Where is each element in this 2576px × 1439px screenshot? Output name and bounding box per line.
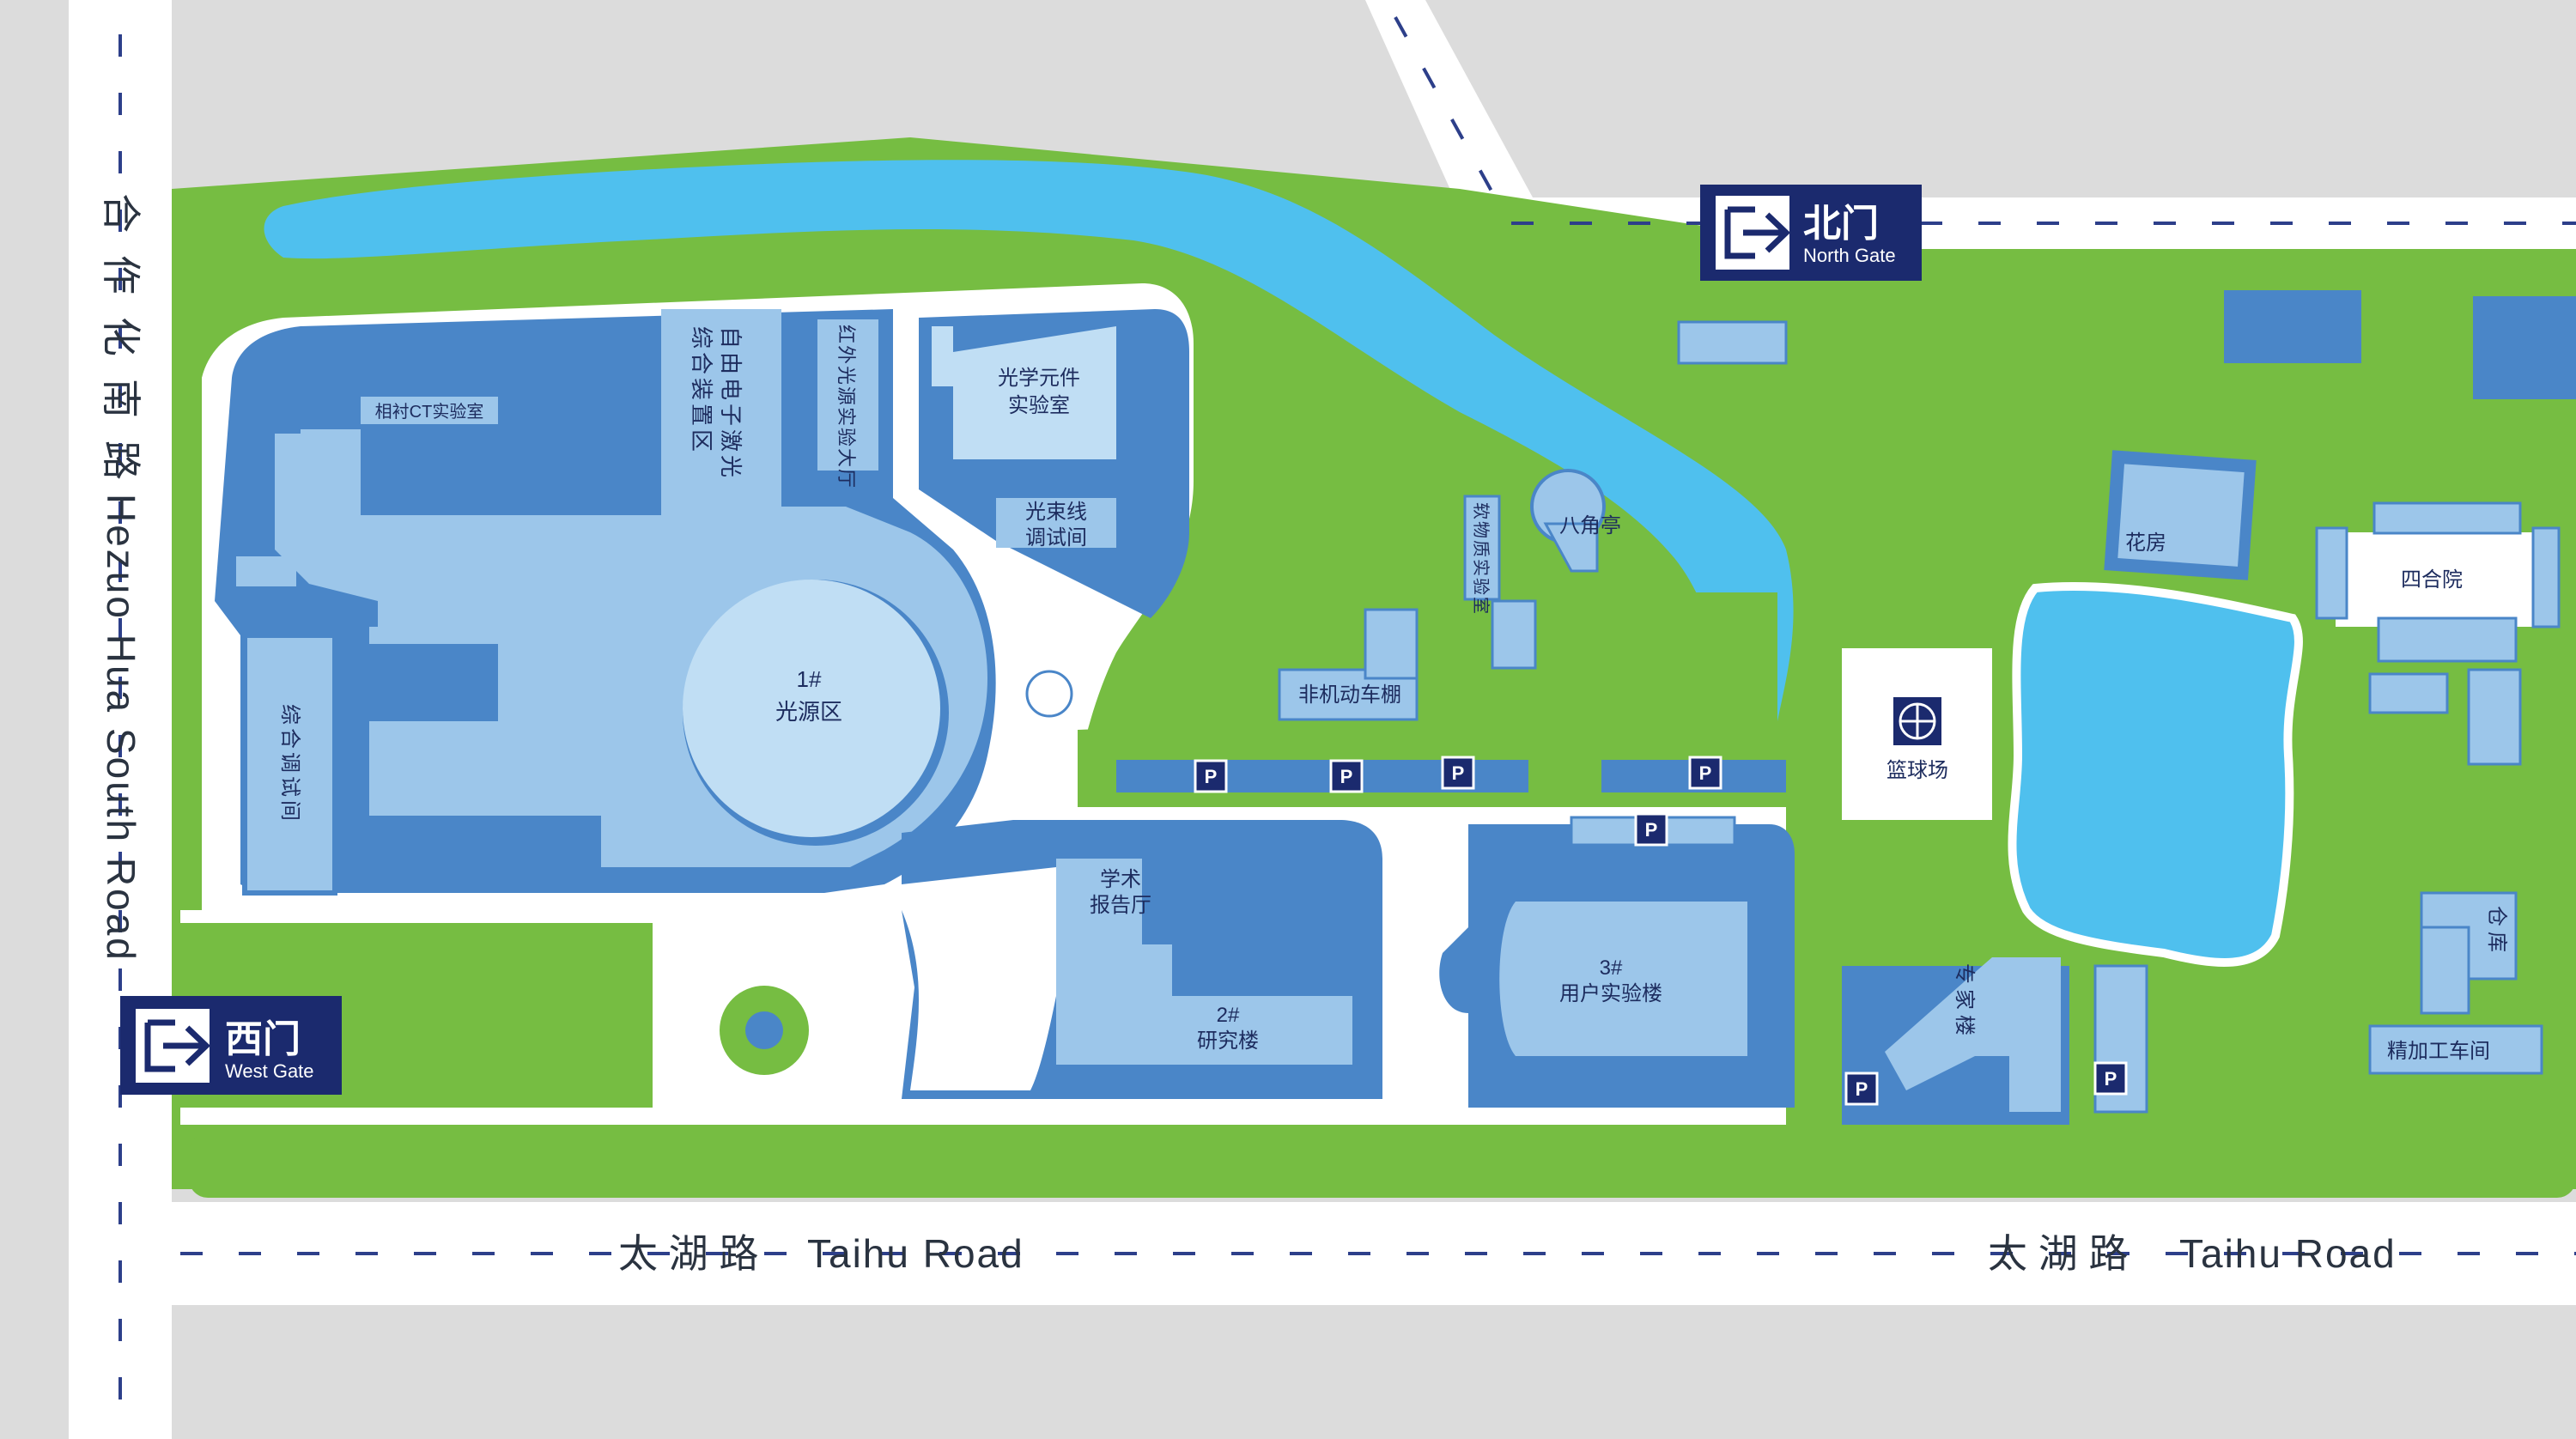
small-annex: [236, 556, 296, 586]
greenhouse[interactable]: [2104, 450, 2257, 580]
user-lab-num: 3#: [1600, 956, 1623, 980]
svg-text:P: P: [1452, 762, 1465, 784]
bike-shed-label: 非机动车棚: [1298, 683, 1401, 707]
light-source-num: 1#: [797, 666, 822, 692]
research-name: 研究楼: [1197, 1029, 1259, 1053]
river: [264, 160, 1794, 731]
fel-label-col1: 综合装置区: [689, 326, 714, 455]
greenhouse-label: 花房: [2125, 531, 2166, 555]
exit-arrow-icon: [1716, 196, 1791, 270]
bike-shed[interactable]: [1278, 608, 1419, 721]
road-dashes: [118, 16, 2576, 1425]
light-source-name: 光源区: [775, 699, 842, 725]
optics-label-1: 光学元件: [998, 367, 1080, 390]
west-gate[interactable]: 西门 West Gate: [120, 996, 342, 1095]
user-lab-name: 用户实验楼: [1559, 982, 1662, 1005]
north-east-building-a: [2224, 290, 2361, 363]
taihu-road-left-cn: 太 湖 路: [618, 1231, 759, 1276]
north-gate-en: North Gate: [1803, 245, 1896, 266]
east-building-c: [2368, 672, 2449, 714]
north-gate[interactable]: 北门 North Gate: [1700, 185, 1922, 281]
east-building-b: [2467, 668, 2522, 766]
lecture-label-2: 报告厅: [1090, 894, 1151, 917]
svg-text:P: P: [1699, 762, 1712, 784]
research-num: 2#: [1217, 1004, 1240, 1027]
pavilion-label: 八角亭: [1559, 514, 1621, 537]
east-building-d: [2420, 926, 2470, 1015]
parking-icon[interactable]: P: [2093, 1061, 2128, 1096]
fel-label-col2: 自由电子激光: [718, 326, 744, 481]
beamline-label-2: 调试间: [1025, 526, 1087, 549]
basketball-icon: [1893, 697, 1941, 745]
optics-label-2: 实验室: [1008, 394, 1070, 417]
west-road-name-cn: 合作化南路: [99, 193, 143, 502]
workshop-label: 精加工车间: [2387, 1040, 2490, 1063]
research-building[interactable]: [902, 820, 1382, 1099]
small-annex-2: [301, 429, 361, 464]
fountain-icon: [745, 1011, 783, 1049]
infrared-hall[interactable]: [814, 316, 882, 474]
north-east-building-b: [2473, 296, 2576, 399]
lecture-label-1: 学术: [1100, 868, 1141, 891]
ct-lab-label: 相衬CT实验室: [375, 402, 484, 422]
parking-icon[interactable]: P: [1844, 1072, 1879, 1106]
soft-matter-lab[interactable]: [1463, 495, 1501, 601]
west-road[interactable]: [69, 0, 172, 1439]
east-building-a: [2377, 616, 2518, 663]
optics-block[interactable]: [919, 309, 1189, 618]
parking-icons: P P P P P P P: [1194, 756, 2128, 1106]
ct-lab-building[interactable]: [361, 397, 498, 424]
soft-matter-annex: [1491, 599, 1537, 670]
courtyard[interactable]: [2315, 501, 2561, 628]
exit-arrow-icon: [136, 1009, 211, 1083]
north-gate-building: [1677, 320, 1788, 365]
parking-icon[interactable]: P: [1194, 759, 1228, 793]
svg-text:P: P: [1645, 819, 1658, 841]
svg-text:P: P: [1340, 766, 1353, 787]
parking-icon[interactable]: P: [1441, 756, 1475, 790]
north-gate-cn: 北门: [1803, 203, 1879, 245]
parking-icon[interactable]: P: [1329, 759, 1364, 793]
debug-hall[interactable]: [242, 633, 337, 896]
user-lab-building[interactable]: [1439, 816, 1795, 1108]
pavilion[interactable]: [1530, 469, 1606, 573]
svg-text:P: P: [2105, 1068, 2117, 1090]
expert-building[interactable]: [1842, 957, 2069, 1125]
soft-matter-label: 软物质实验室: [1471, 502, 1491, 616]
roundabout-icon: [1025, 670, 1073, 718]
south-grass-strip: [189, 1133, 2576, 1198]
light-source-complex[interactable]: [215, 309, 996, 893]
debug-label: 综合调试间: [278, 704, 301, 824]
west-gate-cn: 西门: [225, 1018, 301, 1060]
svg-text:P: P: [1205, 766, 1218, 787]
svg-text:P: P: [1856, 1078, 1868, 1100]
grass-lawn-b: [1563, 592, 1777, 790]
taihu-road-right-cn: 太 湖 路: [1988, 1231, 2129, 1276]
taihu-road-left-en: Taihu Road: [807, 1231, 1024, 1276]
infrared-label: 红外光源实验大厅: [835, 325, 857, 489]
west-road-name-en: Hezuo Hua South Road: [99, 494, 143, 962]
courtyard-label: 四合院: [2401, 568, 2463, 592]
basketball-label: 篮球场: [1886, 759, 1948, 782]
beamline-label-1: 光束线: [1025, 501, 1087, 524]
lake: [2008, 582, 2303, 967]
warehouse-label: 仓库: [2485, 906, 2508, 957]
expert-label: 专家楼: [1953, 963, 1976, 1041]
taihu-road-right-en: Taihu Road: [2179, 1231, 2397, 1276]
parking-icon[interactable]: P: [1634, 812, 1668, 847]
west-gate-en: West Gate: [225, 1060, 314, 1082]
workshop[interactable]: [2368, 1024, 2543, 1075]
parking-icon[interactable]: P: [1688, 756, 1722, 790]
